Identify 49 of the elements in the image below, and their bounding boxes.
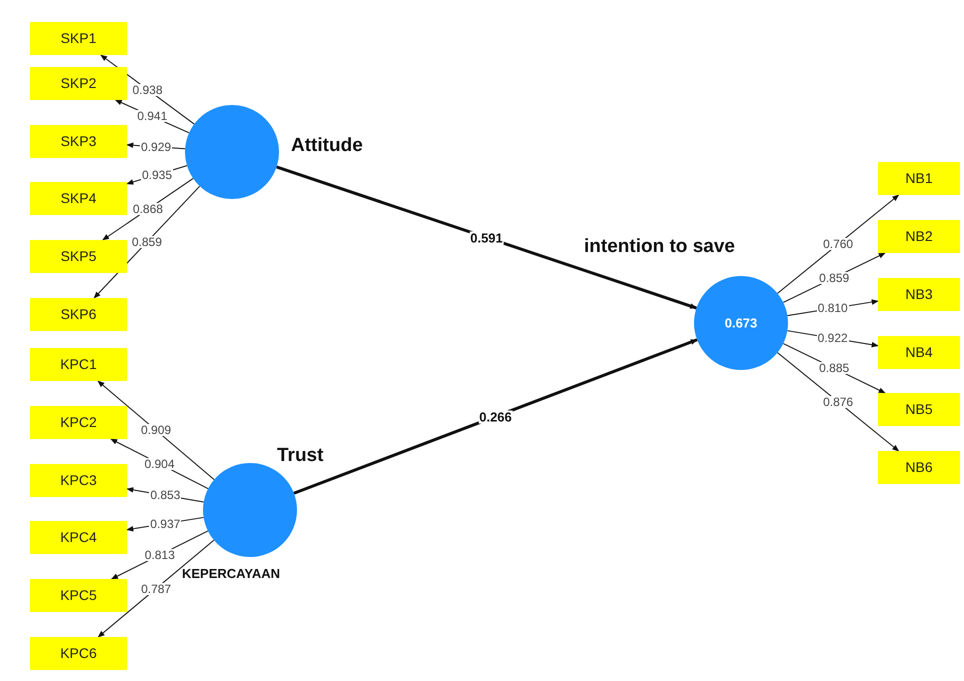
- indicator-box: KPC1: [30, 348, 127, 381]
- indicator-box: NB2: [878, 220, 960, 253]
- edge-label: 0.813: [144, 548, 176, 561]
- edge-label: 0.859: [130, 236, 163, 248]
- edge-label: 0.760: [822, 238, 854, 250]
- indicator-box: NB5: [878, 393, 960, 426]
- construct-caption: KEPERCAYAAN: [182, 567, 280, 580]
- edge-label: 0.876: [822, 396, 854, 408]
- edge-label: 0.938: [131, 84, 164, 96]
- indicator-box: KPC5: [30, 579, 127, 612]
- indicator-box: NB6: [878, 451, 960, 484]
- edge-label: 0.868: [132, 203, 164, 216]
- edge-label: 0.935: [140, 168, 174, 181]
- path-arrow: [777, 194, 900, 294]
- path-arrow: [293, 338, 698, 495]
- edge-label: 0.941: [136, 110, 168, 122]
- indicator-box: SKP3: [30, 125, 127, 158]
- path-arrow: [97, 380, 215, 480]
- edge-label: 0.859: [818, 272, 850, 284]
- indicator-box: NB1: [878, 162, 960, 195]
- edge-label: 0.922: [816, 332, 849, 344]
- indicator-box: SKP4: [30, 182, 127, 215]
- indicator-box: SKP2: [30, 67, 127, 100]
- r-squared-value: 0.673: [724, 314, 758, 332]
- indicator-box: KPC4: [30, 521, 127, 554]
- edge-label: 0.929: [140, 140, 172, 153]
- edge-label: 0.885: [818, 362, 850, 374]
- indicator-box: NB3: [878, 278, 960, 311]
- edge-label: 0.591: [469, 231, 504, 244]
- edge-label: 0.909: [140, 424, 172, 436]
- edge-label: 0.937: [149, 518, 182, 530]
- edge-label: 0.266: [478, 410, 513, 423]
- edge-label: 0.787: [140, 582, 172, 595]
- indicator-box: KPC3: [30, 464, 127, 497]
- construct-label: intention to save: [584, 237, 735, 256]
- path-arrow: [98, 540, 214, 638]
- indicator-box: KPC6: [30, 637, 127, 670]
- edge-label: 0.810: [816, 302, 849, 314]
- indicator-box: SKP5: [30, 240, 127, 273]
- construct-label: Attitude: [291, 136, 363, 155]
- edge-label: 0.904: [143, 458, 176, 470]
- indicator-box: KPC2: [30, 406, 127, 439]
- construct-label: Trust: [277, 446, 324, 465]
- edge-label: 0.853: [149, 489, 182, 502]
- indicator-box: SKP1: [30, 22, 127, 55]
- indicator-box: SKP6: [30, 298, 127, 331]
- path-arrow: [276, 166, 698, 310]
- indicator-box: NB4: [878, 336, 960, 369]
- path-arrow: [777, 352, 900, 452]
